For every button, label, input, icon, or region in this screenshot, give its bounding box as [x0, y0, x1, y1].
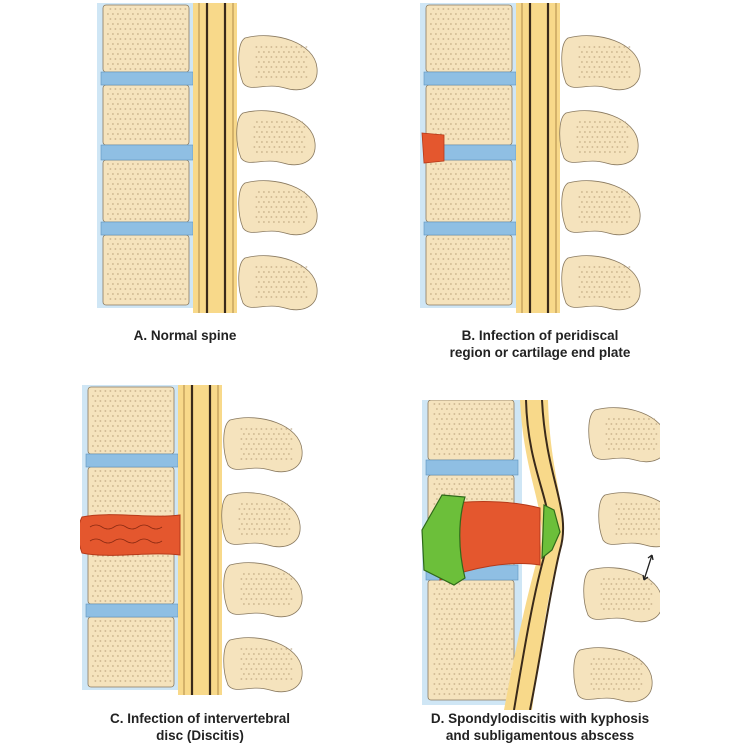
caption-d-line-1: D. Spondylodiscitis with kyphosis [430, 711, 650, 726]
trabecular-bone-texture [107, 163, 187, 220]
intervertebral-disc [425, 459, 519, 476]
spinal-canal [516, 3, 560, 313]
dura-line [529, 400, 565, 710]
trabecular-bone-texture [578, 46, 631, 78]
trabecular-bone-texture [107, 8, 187, 70]
spinous-process [238, 255, 318, 311]
spinous-process [223, 562, 303, 618]
intervertebral-disc [423, 221, 517, 236]
spinal-canal [178, 385, 222, 695]
trabecular-bone-texture [430, 238, 510, 300]
spinous-process [561, 35, 641, 91]
caption-d-line-2: and subligamentous abscess [445, 728, 635, 743]
spinous-process [221, 492, 301, 548]
caption-a: A. Normal spine [35, 327, 335, 344]
widening-arrow-icon [642, 554, 654, 581]
caption-b-line-2: region or cartilage end plate [449, 345, 631, 360]
trabecular-bone-texture [255, 191, 308, 223]
trabecular-bone-texture [433, 403, 513, 455]
trabecular-bone-texture [605, 418, 658, 450]
vertebral-body [427, 579, 515, 701]
spinous-process [583, 567, 660, 623]
trabecular-bone-texture [92, 620, 172, 682]
trabecular-bone-texture [107, 238, 187, 300]
trabecular-bone-texture [240, 573, 293, 605]
trabecular-bone-texture [615, 503, 660, 535]
trabecular-bone-texture [590, 658, 643, 690]
trabecular-bone-texture [578, 266, 631, 298]
trabecular-bone-texture [255, 46, 308, 78]
vertebral-body [102, 4, 190, 73]
trabecular-bone-texture [576, 121, 629, 153]
panel-b-peridiscal-infection [420, 3, 641, 313]
trabecular-bone-texture [255, 266, 308, 298]
caption-a-line-1: A. Normal spine [133, 328, 237, 343]
spinous-process [223, 637, 303, 693]
caption-d: D. Spondylodiscitis with kyphosis and su… [390, 710, 690, 744]
intervertebral-disc [100, 71, 194, 86]
vertebral-body [87, 616, 175, 688]
spinous-process [598, 492, 660, 548]
vertebral-body [87, 386, 175, 455]
trabecular-bone-texture [92, 390, 172, 452]
panel-a-normal-spine [97, 3, 318, 313]
spinal-canal [504, 400, 563, 710]
posterior-abscess [541, 504, 561, 560]
infection-texture [89, 524, 163, 544]
vertebral-body [425, 4, 513, 73]
intervertebral-disc [85, 603, 179, 618]
peridiscal-infection [421, 132, 445, 164]
spinous-process [561, 180, 641, 236]
panel-c-discitis [80, 385, 303, 695]
spinous-process [238, 180, 318, 236]
intervertebral-disc [100, 221, 194, 236]
caption-b-line-1: B. Infection of peridiscal [461, 328, 619, 343]
caption-b: B. Infection of peridiscal region or car… [390, 327, 690, 361]
caption-c-line-1: C. Infection of intervertebral [109, 711, 291, 726]
spinous-process [573, 647, 653, 703]
spinal-canal [193, 3, 237, 313]
caption-c-line-2: disc (Discitis) [156, 728, 244, 743]
trabecular-bone-texture [240, 648, 293, 680]
vertebral-body [425, 234, 513, 306]
trabecular-bone-texture [238, 503, 291, 535]
intervertebral-disc [100, 144, 194, 161]
trabecular-bone-texture [433, 583, 513, 695]
disc-infection [80, 514, 181, 556]
spinous-process [223, 417, 303, 473]
panel-d-spondylodiscitis [421, 400, 660, 710]
trabecular-bone-texture [430, 88, 510, 140]
trabecular-bone-texture [578, 191, 631, 223]
trabecular-bone-texture [107, 88, 187, 140]
caption-c: C. Infection of intervertebral disc (Dis… [50, 710, 350, 744]
trabecular-bone-texture [253, 121, 306, 153]
trabecular-bone-texture [430, 163, 510, 220]
intervertebral-disc [423, 71, 517, 86]
vertebral-body [102, 84, 190, 146]
spinous-process [236, 110, 316, 166]
trabecular-bone-texture [240, 428, 293, 460]
spinous-process [559, 110, 639, 166]
anterior-abscess [421, 494, 466, 586]
trabecular-bone-texture [430, 8, 510, 70]
spinous-process [238, 35, 318, 91]
vertebral-body [102, 234, 190, 306]
spinous-process [561, 255, 641, 311]
spinous-process [588, 407, 660, 463]
intervertebral-disc [85, 453, 179, 468]
